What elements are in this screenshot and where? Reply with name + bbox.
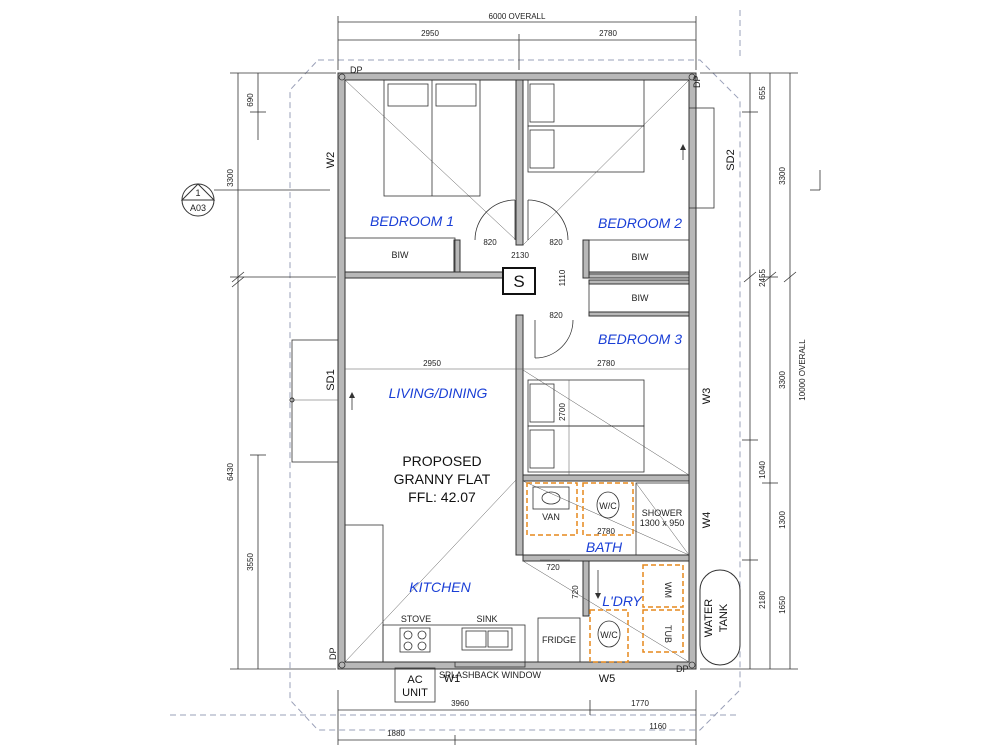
dim-left-b: 3300: [226, 169, 235, 187]
dim-hall-1110: 1110: [558, 269, 567, 286]
biw3-label: BIW: [632, 293, 650, 303]
dim-door-820-a: 820: [483, 238, 497, 247]
wm-label: WM: [663, 582, 673, 598]
fridge-label: FRIDGE: [542, 635, 576, 645]
dim-bottom-right-a: 1770: [631, 699, 649, 708]
dim-door-820-c: 820: [549, 311, 563, 320]
dim-int-2780: 2780: [597, 359, 615, 368]
dim-overall-depth: 10000 OVERALL: [798, 339, 807, 401]
dim-right-h: 1650: [778, 596, 787, 614]
shower-label: SHOWER: [642, 508, 683, 518]
bedroom-2: BIW BEDROOM 2 SD2: [527, 79, 737, 275]
dim-left-a: 690: [246, 93, 255, 107]
stair-symbol-text: S: [513, 272, 524, 291]
left-dimensions: 690 3300 6430 3550: [226, 72, 336, 670]
tub-label: TUB: [663, 625, 673, 643]
splashback-label: SPLASHBACK WINDOW: [439, 670, 542, 680]
laundry-label: L'DRY: [602, 593, 643, 609]
sink-label: SINK: [476, 614, 497, 624]
wc2-label: W/C: [600, 630, 618, 640]
dim-right-e: 1040: [758, 461, 767, 479]
dim-right-c: 2455: [758, 269, 767, 287]
dp-label-4: DP: [676, 664, 689, 674]
kitchen: KITCHEN STOVE SINK FRIDGE SPLASHBACK WIN…: [344, 524, 616, 685]
dp-label-3: DP: [328, 647, 338, 660]
dim-overall-width: 6000 OVERALL: [489, 12, 546, 21]
dim-right-g: 2180: [758, 591, 767, 609]
dp-label-2: DP: [692, 75, 702, 88]
bedroom-2-label: BEDROOM 2: [598, 215, 682, 231]
dim-top-left: 2950: [421, 29, 439, 38]
break-marks: [231, 271, 797, 288]
dim-int-2700: 2700: [558, 403, 567, 421]
interior-dimensions: 2950 2780 820 820 820 2130 1110 2700 278…: [345, 238, 689, 599]
dim-right-f: 1300: [778, 511, 787, 529]
ac-label-2: UNIT: [402, 687, 428, 699]
dim-bottom-right-b: 1160: [649, 722, 667, 731]
right-dimensions: 10000 OVERALL 655 3300 2455 3300 1040 13…: [700, 72, 807, 670]
section-number: 1: [195, 188, 200, 198]
title-line-2: GRANNY FLAT: [394, 471, 491, 487]
bedroom-3: BIW BEDROOM 3 W3: [527, 283, 713, 473]
dim-hall-2130: 2130: [511, 251, 529, 260]
window-w3-label: W3: [701, 388, 713, 405]
stair-symbol: S: [502, 267, 536, 295]
window-sd2-label: SD2: [725, 149, 737, 170]
interior-walls: [344, 79, 690, 617]
title-line-1: PROPOSED: [402, 453, 481, 469]
dim-door-820-b: 820: [549, 238, 563, 247]
dim-left-d: 3550: [246, 553, 255, 571]
biw-label: BIW: [392, 250, 410, 260]
dim-right-d: 3300: [778, 371, 787, 389]
water-tank: WATER TANK: [699, 569, 741, 666]
section-sheet: A03: [190, 203, 206, 213]
dim-top-right: 2780: [599, 29, 617, 38]
window-w5-label: W5: [599, 673, 616, 685]
title-line-3: FFL: 42.07: [408, 489, 476, 505]
downpipes: DP DP DP DP: [328, 65, 702, 674]
dp-label-1: DP: [350, 65, 363, 75]
bath-label: BATH: [586, 539, 623, 555]
dim-right-a: 655: [758, 86, 767, 100]
van-label: VAN: [542, 512, 560, 522]
ac-label-1: AC: [407, 674, 422, 686]
dim-bottom-mid: 3960: [451, 699, 469, 708]
wc-label: W/C: [599, 501, 617, 511]
bedroom-1-label: BEDROOM 1: [370, 213, 454, 229]
tank-label-1: WATER: [703, 599, 715, 638]
biw2-label: BIW: [632, 252, 650, 262]
bathroom: VAN W/C SHOWER 1300 x 950 BATH W4: [526, 482, 713, 556]
bedroom-1: BIW BEDROOM 1 W2: [325, 79, 516, 273]
bedroom-3-label: BEDROOM 3: [598, 331, 682, 347]
bottom-dimensions: 3960 1770 1880 1160: [337, 690, 697, 745]
laundry: WM TUB W/C L'DRY: [589, 564, 684, 663]
window-w1-label: W1: [444, 673, 461, 685]
room-diagonals: [344, 79, 690, 663]
living-dining: LIVING/DINING PROPOSED GRANNY FLAT FFL: …: [289, 339, 491, 505]
window-sd1-label: SD1: [325, 369, 337, 390]
section-marker: 1 A03: [180, 170, 821, 217]
dim-int-2950: 2950: [423, 359, 441, 368]
dim-bottom-left: 1880: [387, 729, 405, 738]
kitchen-label: KITCHEN: [409, 579, 471, 595]
dim-lau-720a: 720: [546, 563, 560, 572]
dim-bath-2780: 2780: [597, 527, 615, 536]
dim-right-b: 3300: [778, 167, 787, 185]
dim-left-c: 6430: [226, 463, 235, 481]
tank-label-2: TANK: [718, 603, 730, 632]
stove-label: STOVE: [401, 614, 431, 624]
window-w2-label: W2: [325, 152, 337, 169]
shower-size-label: 1300 x 950: [640, 518, 685, 528]
living-label: LIVING/DINING: [389, 385, 488, 401]
dim-lau-720b: 720: [571, 585, 580, 599]
window-w4-label: W4: [701, 512, 713, 529]
ac-unit: AC UNIT: [394, 667, 436, 703]
top-dimensions: 6000 OVERALL 2950 2780: [337, 12, 697, 70]
